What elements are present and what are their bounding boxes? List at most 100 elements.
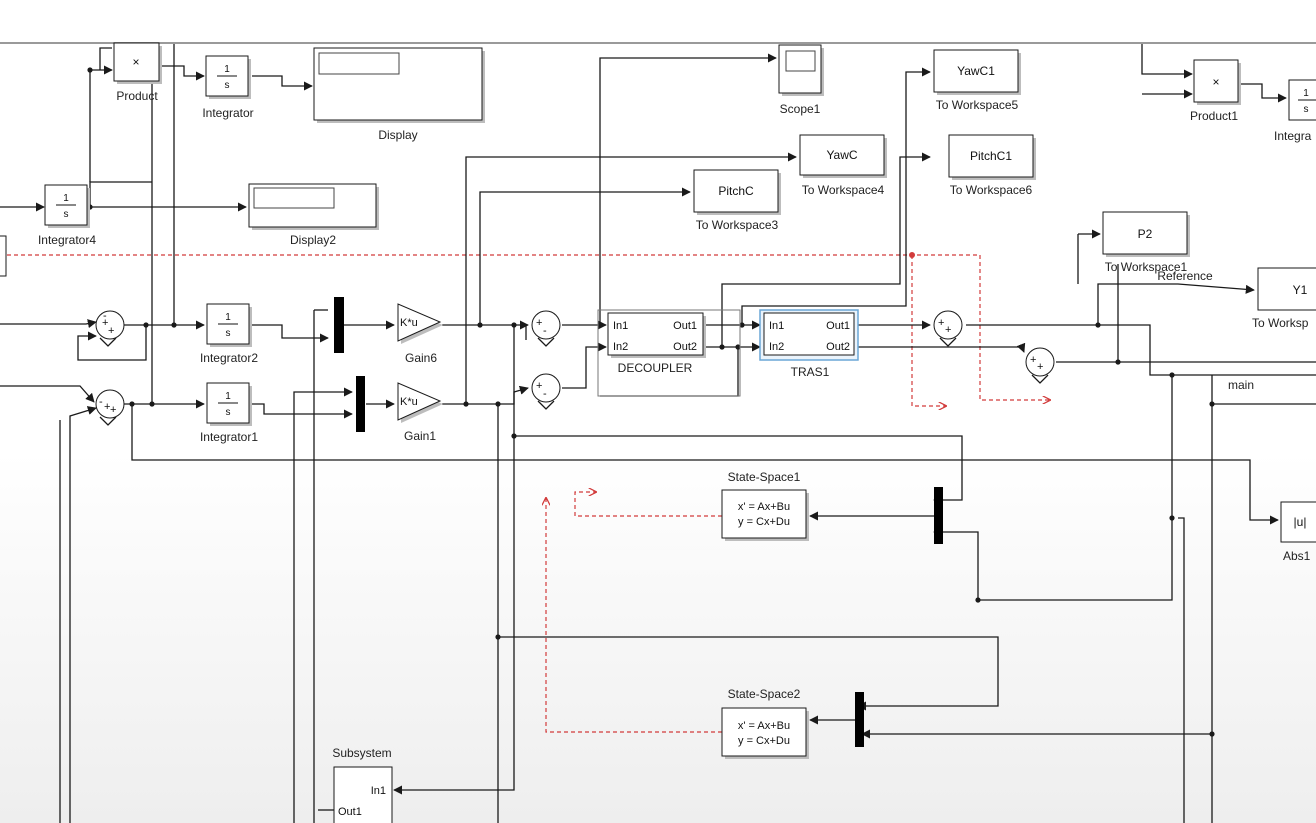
- svg-text:+: +: [1037, 361, 1043, 373]
- sum-block-5[interactable]: + +: [933, 310, 963, 340]
- svg-text:-: -: [103, 310, 107, 322]
- svg-text:+: +: [1030, 354, 1036, 366]
- svg-text:P2: P2: [1138, 227, 1153, 241]
- svg-text:x' = Ax+Bu: x' = Ax+Bu: [738, 501, 790, 513]
- to-workspace-partial-label: To Worksp: [1252, 316, 1309, 330]
- integrator2-block[interactable]: 1 s Integrator2: [200, 303, 258, 365]
- svg-text:s: s: [226, 328, 231, 339]
- product-block[interactable]: × Product: [113, 42, 162, 103]
- gain6-block[interactable]: K*u Gain6: [397, 303, 443, 365]
- display-block[interactable]: Display: [313, 47, 485, 142]
- product1-label: Product1: [1190, 109, 1238, 123]
- decoupler-label: DECOUPLER: [618, 361, 693, 375]
- mux-1[interactable]: [334, 297, 344, 353]
- state-space2-block[interactable]: State-Space2 x' = Ax+Bu y = Cx+Du: [721, 687, 809, 759]
- tras1-label: TRAS1: [791, 365, 830, 379]
- svg-text:+: +: [536, 380, 542, 392]
- svg-text:In1: In1: [371, 785, 386, 797]
- svg-text:PitchC1: PitchC1: [970, 149, 1012, 163]
- abs1-block[interactable]: |u| Abs1: [1280, 501, 1316, 563]
- pitchc-block[interactable]: PitchC To Workspace3: [693, 169, 781, 232]
- svg-text:Y1: Y1: [1293, 283, 1308, 297]
- svg-text:In2: In2: [613, 341, 628, 353]
- product-label: Product: [116, 89, 158, 103]
- svg-text:-: -: [99, 396, 103, 408]
- svg-text:Out1: Out1: [826, 320, 850, 332]
- reference-label: Reference: [1157, 269, 1213, 283]
- integrator-den: s: [225, 80, 230, 91]
- sum-block-1[interactable]: + + -: [95, 310, 125, 340]
- display2-block[interactable]: Display2: [248, 183, 379, 247]
- decoupler-block[interactable]: In1 In2 Out1 Out2 DECOUPLER: [597, 309, 741, 397]
- svg-text:y = Cx+Du: y = Cx+Du: [738, 516, 790, 528]
- svg-text:In2: In2: [769, 341, 784, 353]
- product1-block[interactable]: × Product1: [1190, 59, 1241, 123]
- sum-block-2[interactable]: - + +: [95, 389, 125, 419]
- display-label: Display: [378, 128, 417, 142]
- svg-text:×: ×: [1212, 75, 1219, 89]
- gain6-label: Gain6: [405, 351, 437, 365]
- svg-text:+: +: [108, 325, 114, 337]
- scope1-block[interactable]: Scope1: [778, 44, 824, 116]
- integrator1-label: Integrator1: [200, 430, 258, 444]
- tras1-block[interactable]: In1 In2 Out1 Out2 TRAS1: [759, 309, 859, 379]
- to-workspace5-label: To Workspace5: [936, 98, 1019, 112]
- sum-block-6[interactable]: + +: [1025, 347, 1055, 377]
- svg-text:YawC: YawC: [826, 148, 857, 162]
- svg-text:+: +: [938, 317, 944, 329]
- to-workspace6-label: To Workspace6: [950, 183, 1033, 197]
- svg-text:s: s: [1304, 104, 1309, 115]
- state-space1-label: State-Space1: [728, 470, 801, 484]
- state-space1-block[interactable]: State-Space1 x' = Ax+Bu y = Cx+Du: [721, 470, 809, 541]
- to-workspace1-label: To Workspace1: [1105, 260, 1188, 274]
- svg-text:y = Cx+Du: y = Cx+Du: [738, 735, 790, 747]
- svg-text:-: -: [543, 388, 547, 400]
- signal-lines: [0, 252, 1050, 733]
- svg-text:K*u: K*u: [400, 396, 418, 408]
- svg-text:K*u: K*u: [400, 317, 418, 329]
- subsystem-block[interactable]: Subsystem In1 Out1: [332, 746, 393, 823]
- yawc-block[interactable]: YawC To Workspace4: [799, 134, 887, 197]
- product-symbol: ×: [132, 55, 139, 69]
- integrator-label: Integrator: [202, 106, 253, 120]
- svg-text:Out1: Out1: [673, 320, 697, 332]
- svg-text:+: +: [536, 317, 542, 329]
- svg-text:+: +: [104, 401, 110, 413]
- subsystem-label: Subsystem: [332, 746, 391, 760]
- svg-text:In1: In1: [613, 320, 628, 332]
- integrator-num: 1: [224, 64, 230, 75]
- svg-text:Out2: Out2: [673, 341, 697, 353]
- svg-text:s: s: [64, 209, 69, 220]
- integrator-block[interactable]: 1 s Integrator: [202, 55, 254, 120]
- partial-block-left[interactable]: [0, 235, 7, 277]
- editor-toolbar-area: [0, 0, 1316, 44]
- scope1-label: Scope1: [780, 102, 821, 116]
- state-space2-label: State-Space2: [728, 687, 801, 701]
- svg-text:1: 1: [1303, 88, 1309, 99]
- to-workspace3-label: To Workspace3: [696, 218, 779, 232]
- gain1-block[interactable]: K*u Gain1: [397, 382, 443, 443]
- svg-text:YawC1: YawC1: [957, 64, 995, 78]
- integrator-partial-block[interactable]: 1 s Integra: [1274, 79, 1316, 143]
- integrator-partial-label: Integra: [1274, 129, 1312, 143]
- integrator2-label: Integrator2: [200, 351, 258, 365]
- main-label: main: [1228, 378, 1254, 392]
- pitchc1-block[interactable]: PitchC1 To Workspace6: [948, 134, 1036, 197]
- integrator4-label: Integrator4: [38, 233, 96, 247]
- sum-block-4[interactable]: + -: [531, 373, 561, 403]
- yawc1-block[interactable]: YawC1 To Workspace5: [933, 49, 1021, 112]
- svg-text:-: -: [543, 325, 547, 337]
- svg-text:+: +: [945, 324, 951, 336]
- integrator1-block[interactable]: 1 s Integrator1: [200, 382, 258, 444]
- mux-3[interactable]: [934, 487, 943, 544]
- to-workspace4-label: To Workspace4: [802, 183, 885, 197]
- mux-2[interactable]: [356, 376, 365, 432]
- sum-block-3[interactable]: + -: [531, 310, 561, 340]
- mux-4[interactable]: [855, 692, 864, 747]
- svg-text:+: +: [110, 404, 116, 416]
- integrator4-block[interactable]: 1 s Integrator4: [38, 184, 96, 247]
- svg-text:PitchC: PitchC: [718, 184, 754, 198]
- p2-block[interactable]: P2 To Workspace1: [1102, 211, 1190, 274]
- y1-block[interactable]: Y1 To Worksp: [1252, 267, 1316, 330]
